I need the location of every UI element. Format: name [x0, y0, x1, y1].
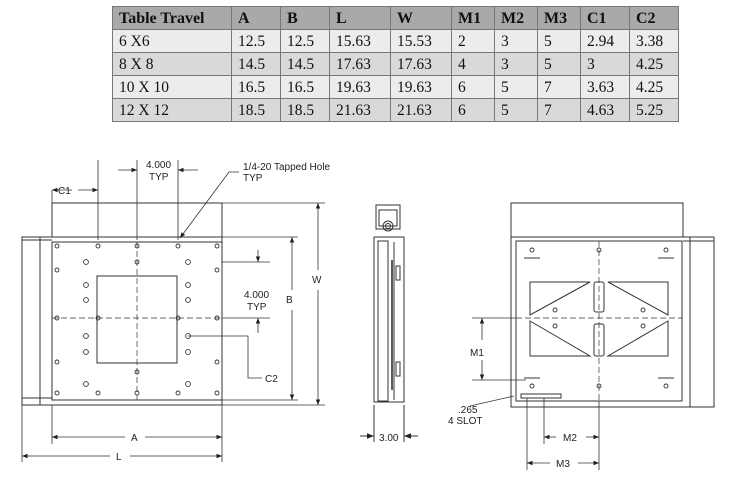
header-table-travel: Table Travel: [112, 6, 232, 30]
table-row: 8 X 8 14.5 14.5 17.63 17.63 4 3 5 3 4.25: [112, 52, 679, 76]
side-body-outline: [373, 236, 405, 403]
header-c2: C2: [629, 6, 679, 30]
tapped-hole-label: 1/4-20 Tapped Hole: [243, 162, 331, 173]
bottom-view: [510, 202, 715, 408]
table-cell: 5.25: [629, 98, 679, 122]
table-cell: 3.38: [629, 29, 679, 53]
table-cell: 12 X 12: [112, 98, 232, 122]
table-cell: 5: [494, 75, 538, 99]
table-cell: 14.5: [231, 52, 281, 76]
table-cell: 3.63: [580, 75, 630, 99]
header-m2: M2: [494, 6, 538, 30]
bottom-holes: [529, 247, 669, 389]
table-row: 6 X6 12.5 12.5 15.63 15.53 2 3 5 2.94 3.…: [112, 29, 679, 53]
l-label: L: [116, 452, 122, 463]
rib-pocket: [529, 281, 591, 316]
c2-label: C2: [265, 374, 278, 385]
table-cell: 17.63: [390, 52, 452, 76]
table-cell: 6: [451, 98, 495, 122]
bottom-base-outline: [510, 236, 715, 408]
b-label: B: [286, 295, 293, 306]
mounting-slot: [520, 393, 562, 399]
rib-pocket: [606, 320, 669, 357]
table-cell: 18.5: [280, 98, 330, 122]
header-c1: C1: [580, 6, 630, 30]
m1-label: M1: [470, 348, 484, 359]
header-m1: M1: [451, 6, 495, 30]
typ-spacing-mid-label: 4.000: [244, 290, 269, 301]
front-view: [21, 202, 223, 406]
table-cell: 12.5: [280, 29, 330, 53]
c1-label: C1: [58, 186, 71, 197]
table-cell: 6: [451, 75, 495, 99]
m3-label: M3: [556, 459, 570, 470]
motor-housing: [375, 204, 401, 230]
table-cell: 4.25: [629, 52, 679, 76]
table-cell: 12.5: [231, 29, 281, 53]
typ-top-label: TYP: [149, 172, 169, 183]
table-row: 12 X 12 18.5 18.5 21.63 21.63 6 5 7 4.63…: [112, 98, 679, 122]
tapped-holes: [54, 243, 220, 396]
table-cell: 5: [537, 29, 581, 53]
table-cell: 4.63: [580, 98, 630, 122]
table-cell: 16.5: [231, 75, 281, 99]
slot-size-label: .265: [458, 405, 478, 416]
table-row: 10 X 10 16.5 16.5 19.63 19.63 6 5 7 3.63…: [112, 75, 679, 99]
table-cell: 7: [537, 98, 581, 122]
table-cell: 10 X 10: [112, 75, 232, 99]
typ-mid-label: TYP: [247, 302, 267, 313]
table-cell: 4.25: [629, 75, 679, 99]
height-label: 3.00: [379, 433, 399, 444]
bottom-carriage-outline: [510, 202, 684, 238]
a-label: A: [131, 433, 138, 444]
typ-spacing-top-label: 4.000: [146, 160, 171, 171]
slot-desc-label: 4 SLOT: [448, 416, 482, 427]
table-cell: 15.53: [390, 29, 452, 53]
table-cell: 18.5: [231, 98, 281, 122]
table-cell: 5: [494, 98, 538, 122]
side-view: [360, 204, 418, 442]
rib-pocket: [607, 281, 669, 316]
table-cell: 21.63: [329, 98, 391, 122]
w-label: W: [312, 275, 322, 286]
table-cell: 6 X6: [112, 29, 232, 53]
dimension-table: Table Travel A B L W M1 M2 M3 C1 C2 6 X6…: [112, 6, 679, 122]
table-cell: 3: [494, 52, 538, 76]
header-m3: M3: [537, 6, 581, 30]
tapped-typ-label: TYP: [243, 173, 263, 184]
rib-pocket: [529, 320, 592, 357]
m2-label: M2: [563, 433, 577, 444]
